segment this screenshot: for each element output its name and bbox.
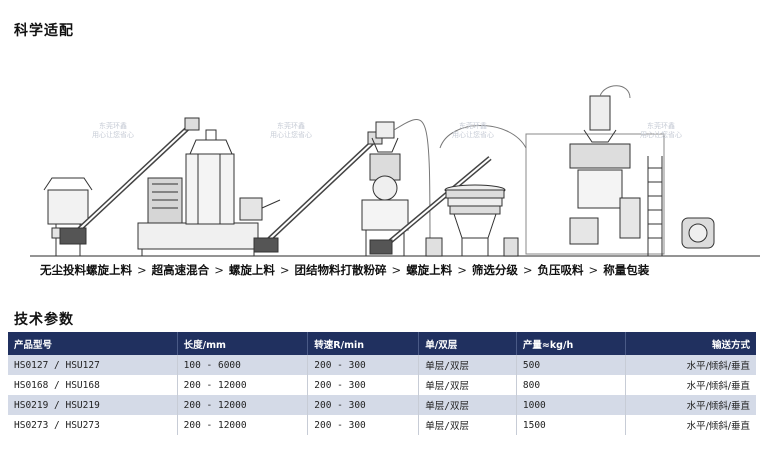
cell-speed: 200 - 300	[307, 395, 420, 415]
column-header-length: 长度/mm	[177, 332, 309, 355]
flow-separator: >	[137, 263, 147, 277]
cell-model: HS0127 / HSU127	[8, 355, 178, 375]
cell-layer: 单层/双层	[418, 375, 517, 395]
cell-model: HS0219 / HSU219	[8, 395, 178, 415]
spec-table: 产品型号 长度/mm 转速R/min 单/双层 产量≈kg/h 输送方式 HS0…	[8, 332, 756, 435]
process-step: 超高速混合	[151, 263, 210, 277]
watermark-3: 东莞环鑫用心让您省心	[452, 122, 494, 139]
cell-layer: 单层/双层	[418, 395, 517, 415]
cell-speed: 200 - 300	[307, 415, 420, 435]
screw-conveyor-3-icon	[369, 156, 492, 255]
cell-model: HS0273 / HSU273	[8, 415, 178, 435]
watermark-2: 东莞环鑫用心让您省心	[270, 122, 312, 139]
cell-conveying: 水平/倾斜/垂直	[625, 375, 756, 395]
column-header-conveying: 输送方式	[625, 332, 756, 355]
watermark-4: 东莞环鑫用心让您省心	[640, 122, 682, 139]
cell-output: 1000	[516, 395, 626, 415]
process-step: 称量包装	[603, 263, 650, 277]
table-row: HS0273 / HSU273 200 - 12000 200 - 300 单层…	[8, 415, 756, 435]
cell-speed: 200 - 300	[307, 375, 420, 395]
cell-conveying: 水平/倾斜/垂直	[625, 415, 756, 435]
column-header-model: 产品型号	[8, 332, 178, 355]
cell-output: 1500	[516, 415, 626, 435]
screw-conveyor-2-icon	[253, 131, 383, 253]
process-step: 团结物料打散粉碎	[294, 263, 387, 277]
cell-conveying: 水平/倾斜/垂直	[625, 395, 756, 415]
flow-separator: >	[391, 263, 402, 277]
screw-conveyor-1-icon	[59, 117, 200, 245]
cell-length: 100 - 6000	[177, 355, 309, 375]
process-step: 无尘投料螺旋上料	[40, 263, 132, 277]
flow-separator: >	[279, 263, 290, 277]
cell-model: HS0168 / HSU168	[8, 375, 178, 395]
flow-separator: >	[214, 263, 224, 277]
table-row: HS0127 / HSU127 100 - 6000 200 - 300 单层/…	[8, 355, 756, 375]
cell-layer: 单层/双层	[418, 355, 517, 375]
section-title-matching: 科学适配	[14, 23, 74, 39]
flow-separator: >	[457, 263, 467, 277]
flow-separator: >	[588, 263, 599, 277]
watermark-1: 东莞环鑫用心让您省心	[92, 122, 134, 139]
cell-layer: 单层/双层	[418, 415, 517, 435]
process-step: 螺旋上料	[406, 263, 453, 277]
column-header-speed: 转速R/min	[307, 332, 420, 355]
flow-separator: >	[522, 263, 533, 277]
cell-conveying: 水平/倾斜/垂直	[625, 355, 756, 375]
process-step: 负压吸料	[537, 263, 584, 277]
process-step: 螺旋上料	[228, 263, 275, 277]
cell-speed: 200 - 300	[307, 355, 420, 375]
cell-length: 200 - 12000	[177, 415, 309, 435]
crusher-icon	[361, 118, 431, 257]
cell-length: 200 - 12000	[177, 395, 309, 415]
table-header-row: 产品型号 长度/mm 转速R/min 单/双层 产量≈kg/h 输送方式	[8, 332, 756, 355]
cell-length: 200 - 12000	[177, 375, 309, 395]
high-speed-mixer-icon	[137, 129, 281, 256]
vibrating-screen-icon	[425, 184, 519, 257]
vacuum-feeder-packing-icon	[439, 85, 715, 256]
column-header-output: 产量≈kg/h	[516, 332, 626, 355]
section-title-specs: 技术参数	[14, 312, 74, 328]
cell-output: 800	[516, 375, 626, 395]
column-header-layer: 单/双层	[418, 332, 517, 355]
cell-output: 500	[516, 355, 626, 375]
process-flow: 无尘投料螺旋上料 > 超高速混合 > 螺旋上料 > 团结物料打散粉碎 > 螺旋上…	[40, 262, 752, 278]
table-row: HS0168 / HSU168 200 - 12000 200 - 300 单层…	[8, 375, 756, 395]
production-line-illustration	[30, 85, 760, 257]
process-step: 筛选分级	[471, 263, 518, 277]
table-row: HS0219 / HSU219 200 - 12000 200 - 300 单层…	[8, 395, 756, 415]
